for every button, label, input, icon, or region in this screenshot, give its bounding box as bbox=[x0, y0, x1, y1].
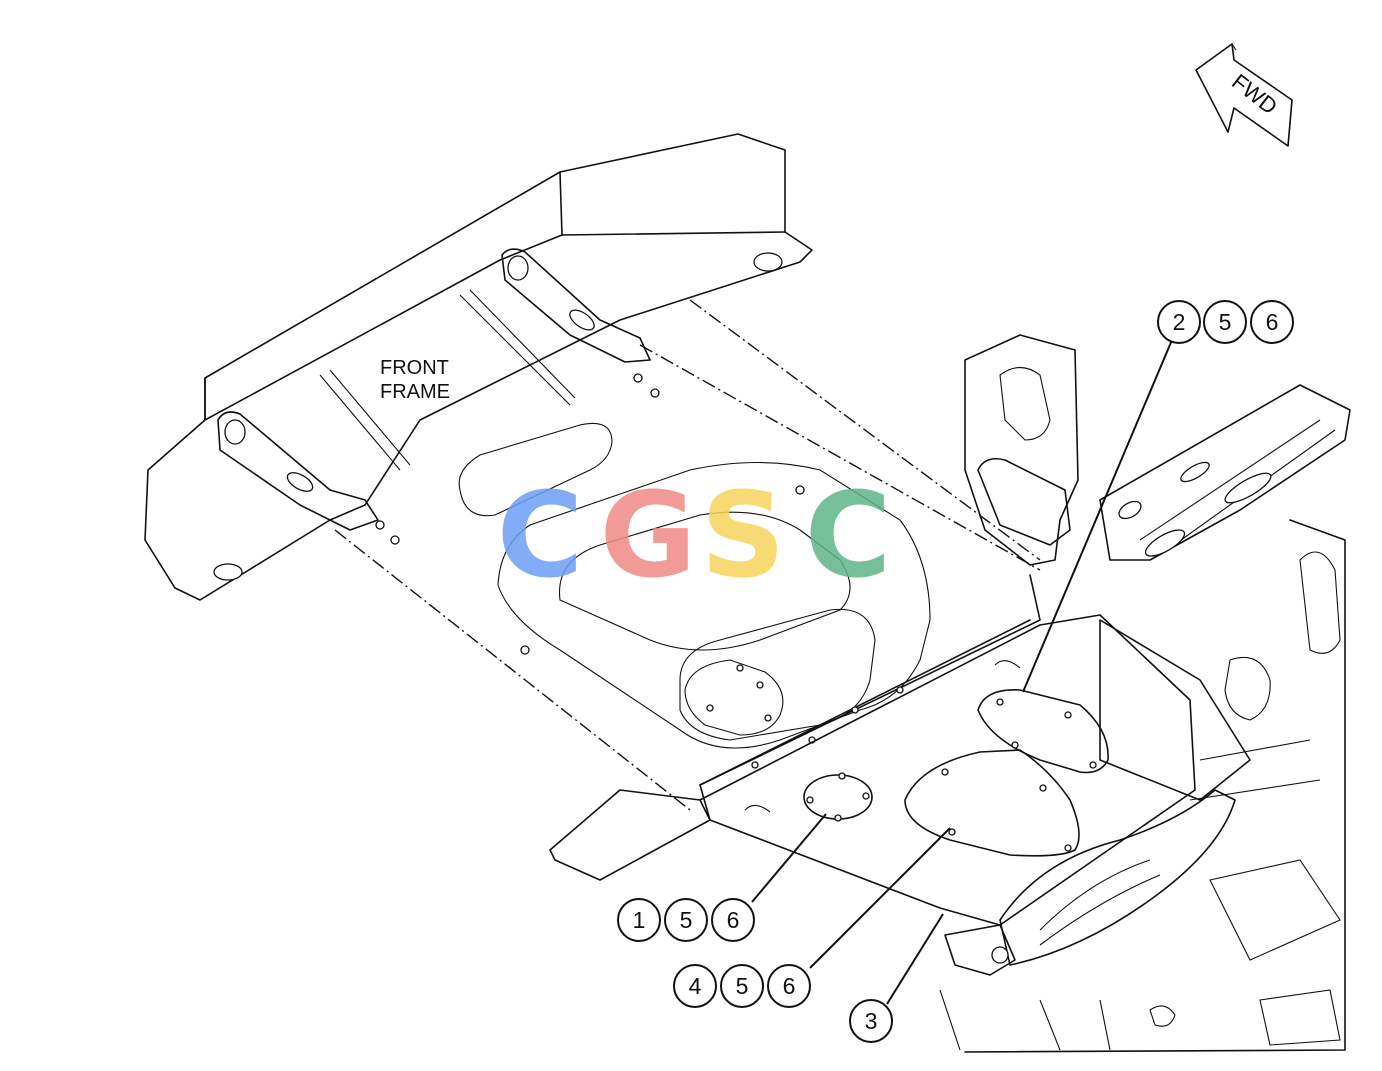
watermark-letter-3: S bbox=[701, 466, 786, 604]
watermark-letter-2: G bbox=[600, 466, 697, 604]
callout-3: 3 bbox=[849, 999, 893, 1043]
callout-number: 5 bbox=[1219, 309, 1232, 335]
cover-2 bbox=[977, 689, 1109, 774]
front-frame: FRONT FRAME bbox=[144, 133, 813, 601]
callout-2-5-6: 2 5 6 bbox=[1157, 300, 1294, 344]
callout-number: 2 bbox=[1173, 309, 1186, 335]
callout-number: 6 bbox=[1266, 309, 1279, 335]
right-side-machinery bbox=[939, 334, 1351, 1053]
guard-plate bbox=[334, 299, 1041, 926]
cover-4 bbox=[904, 749, 1080, 857]
front-frame-label-line1: FRONT bbox=[380, 357, 449, 379]
callout-number: 6 bbox=[727, 907, 740, 933]
callout-number: 4 bbox=[689, 973, 702, 999]
callout-number: 6 bbox=[783, 973, 796, 999]
watermark-letter-4: C bbox=[805, 466, 892, 604]
callout-number: 1 bbox=[633, 907, 646, 933]
callout-1-5-6: 1 5 6 bbox=[617, 898, 755, 942]
watermark-letter-1: C bbox=[497, 466, 584, 604]
fwd-arrow-icon: FWD bbox=[1195, 43, 1293, 147]
leader-lines bbox=[751, 339, 1173, 1005]
callout-number: 3 bbox=[865, 1008, 878, 1034]
cover-plates bbox=[549, 614, 1196, 926]
front-frame-label-line2: FRAME bbox=[380, 381, 450, 403]
callout-number: 5 bbox=[736, 973, 749, 999]
cover-1 bbox=[803, 774, 873, 820]
fwd-label: FWD bbox=[1227, 69, 1282, 120]
callout-4-5-6: 4 5 6 bbox=[673, 964, 811, 1008]
callout-number: 5 bbox=[680, 907, 693, 933]
watermark-logo: C G S C bbox=[497, 466, 892, 604]
